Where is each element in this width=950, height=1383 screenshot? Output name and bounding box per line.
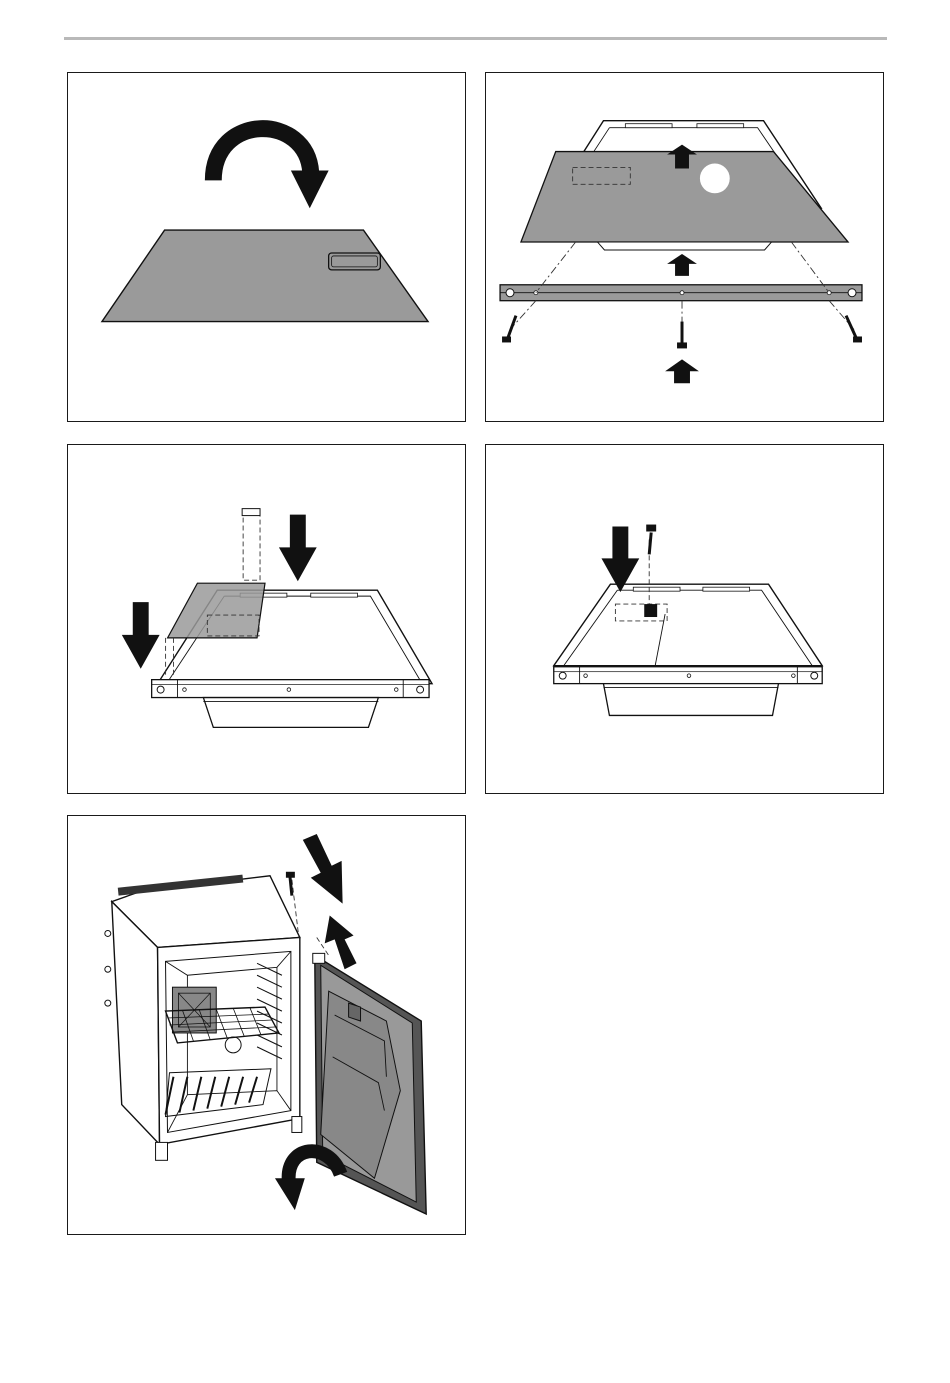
illustration-step-1 <box>67 72 466 422</box>
mount-door-drawing <box>68 816 465 1234</box>
down-arrow-icon <box>279 515 317 582</box>
illustration-step-3 <box>67 444 466 794</box>
insert-hinge-drawing <box>68 445 465 793</box>
illustration-step-2 <box>485 72 884 422</box>
down-arrow-icon <box>303 834 343 904</box>
up-arrow-icon <box>665 359 699 383</box>
up-arrow-icon <box>325 916 357 970</box>
header-rule <box>64 37 887 40</box>
down-arrow-icon <box>122 602 160 669</box>
screw-icon <box>502 316 516 343</box>
screw-icon <box>646 525 656 555</box>
illustration-step-5 <box>67 815 466 1235</box>
screw-hinge-drawing <box>486 445 883 793</box>
curved-arrow-icon <box>275 1151 341 1210</box>
curved-arrow-icon <box>213 129 328 209</box>
rotate-plate-drawing <box>68 73 465 421</box>
screw-icon <box>677 322 687 349</box>
attach-rail-drawing <box>486 73 883 421</box>
illustration-step-4 <box>485 444 884 794</box>
up-arrow-icon <box>667 254 697 276</box>
down-arrow-icon <box>601 527 639 593</box>
